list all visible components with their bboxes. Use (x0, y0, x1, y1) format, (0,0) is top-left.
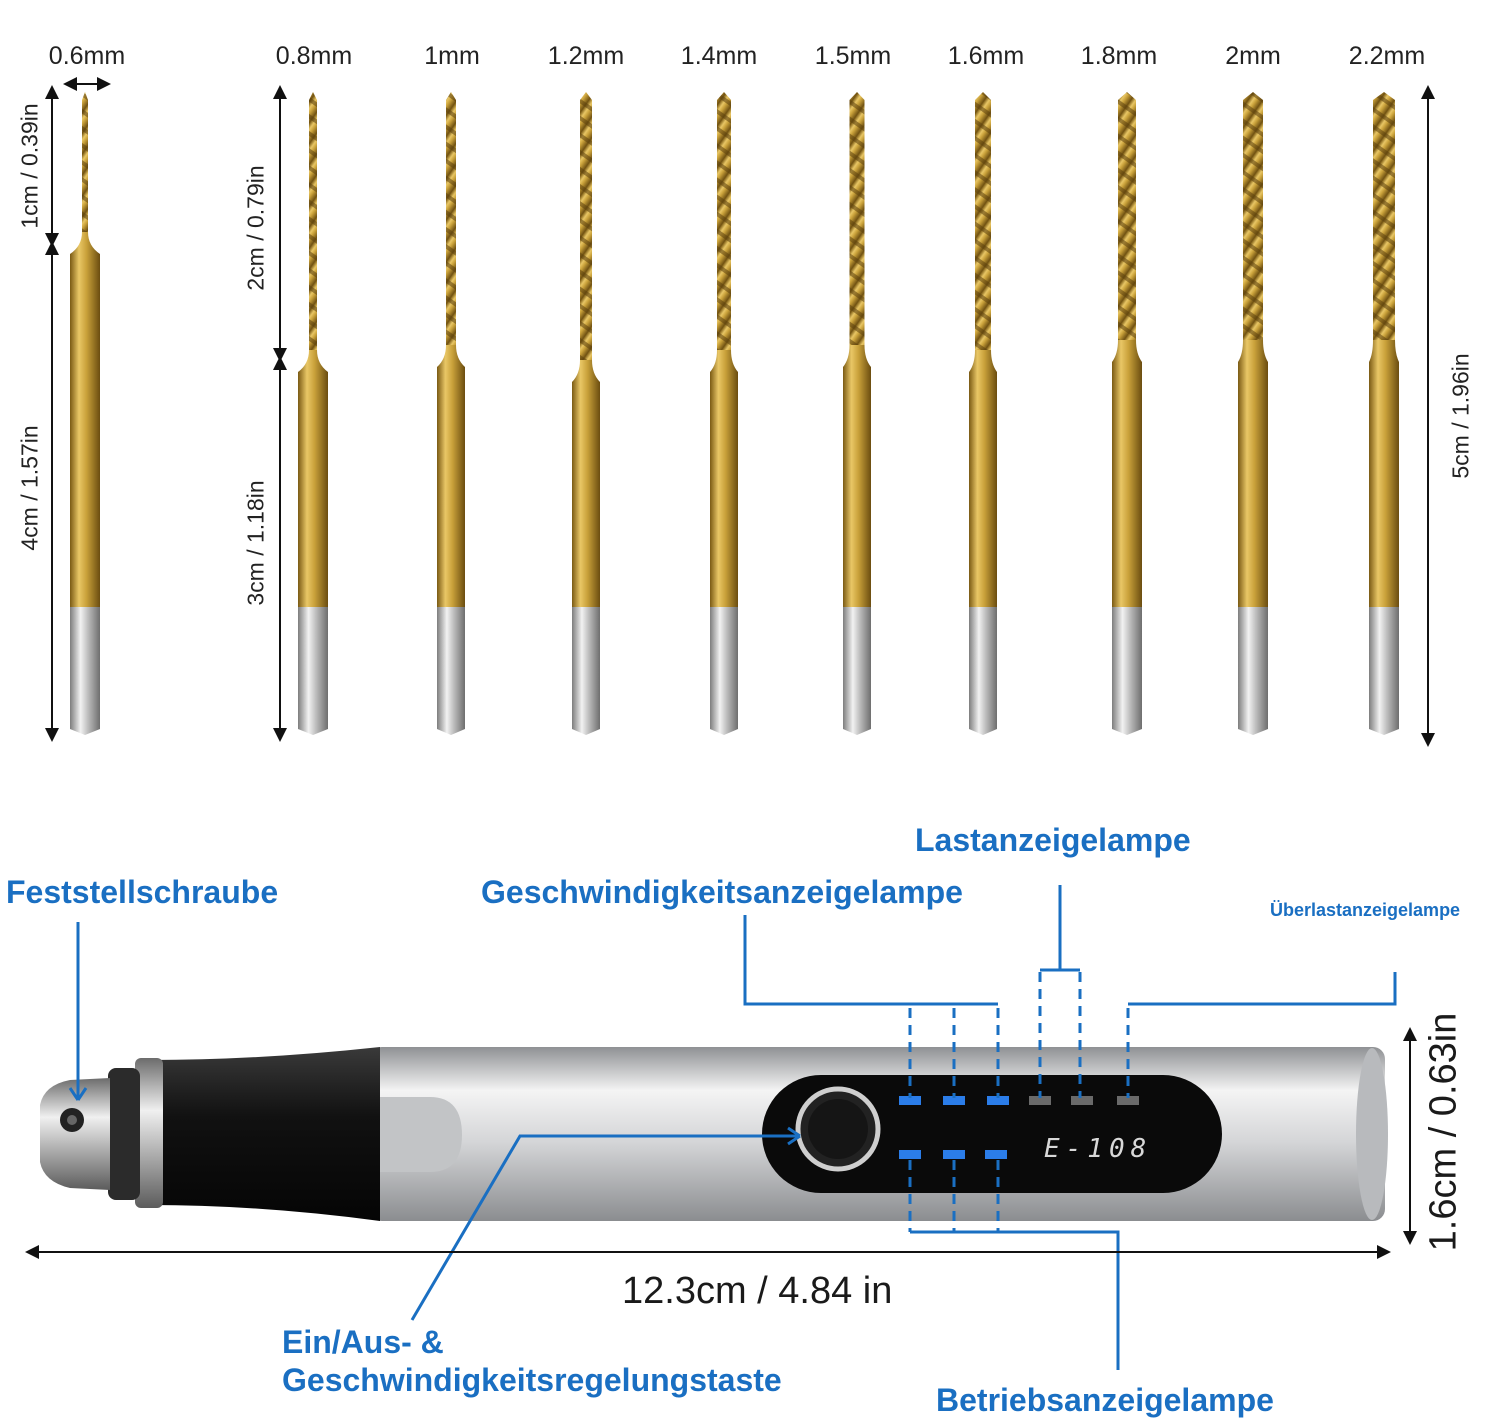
callout-overload-lamp: Überlastanzeigelampe (1270, 900, 1461, 920)
bit-size-label: 1.8mm (1080, 42, 1158, 70)
engraving-pen-illustration (25, 885, 1417, 1370)
dim-total-label: 5cm / 1.96in (1447, 353, 1474, 479)
dim-shank-short-label: 3cm / 1.18in (242, 480, 269, 606)
drill-bit (1112, 92, 1142, 735)
indicator-led (899, 1096, 921, 1105)
callout-lock-screw: Feststellschraube (6, 874, 279, 910)
bit-size-label: 0.8mm (275, 42, 353, 70)
drill-bit (1369, 92, 1399, 735)
drill-bit (298, 92, 328, 735)
overall-length-label: 12.3cm / 4.84 in (622, 1270, 893, 1312)
grip-cutout (380, 1097, 462, 1172)
bit-size-label: 1.5mm (814, 42, 892, 70)
tool-grip (150, 1047, 380, 1221)
drill-bits (70, 92, 1399, 735)
control-panel[interactable] (762, 1075, 1222, 1193)
callout-power-button-line2: Geschwindigkeitsregelungstaste (282, 1362, 782, 1398)
indicator-led (1029, 1096, 1051, 1105)
indicator-leds (899, 1096, 1139, 1159)
collar-ring (108, 1068, 140, 1200)
indicator-led (987, 1096, 1009, 1105)
collar-ring (135, 1058, 163, 1208)
drill-bit (1238, 92, 1268, 735)
callout-speed-lamp: Geschwindigkeitsanzeigelampe (481, 874, 963, 910)
drill-bit (969, 92, 997, 735)
callout-power-button-line1: Ein/Aus- & (282, 1324, 444, 1360)
bit-size-label: 2.2mm (1348, 42, 1426, 70)
callout-operation-lamp: Betriebsanzeigelampe (936, 1382, 1274, 1418)
model-label: E-108 (1044, 1134, 1153, 1164)
dim-tip-short-label: 1cm / 0.39in (16, 103, 43, 229)
bit-size-label: 1.6mm (947, 42, 1025, 70)
drill-bit (843, 92, 871, 735)
bit-size-label: 1mm (424, 42, 480, 70)
bit-size-label: 1.2mm (547, 42, 625, 70)
dim-tip-long-label: 2cm / 0.79in (242, 165, 269, 291)
dim-shank-long-label: 4cm / 1.57in (16, 425, 43, 551)
tool-chuck (40, 1078, 110, 1190)
indicator-led (943, 1096, 965, 1105)
bit-size-label: 0.6mm (48, 42, 126, 70)
indicator-led (1071, 1096, 1093, 1105)
indicator-led (985, 1150, 1007, 1159)
drill-bits-illustration (45, 77, 1435, 747)
drill-bit (437, 92, 465, 735)
indicator-led (943, 1150, 965, 1159)
indicator-led (899, 1150, 921, 1159)
callout-load-lamp: Lastanzeigelampe (915, 822, 1191, 858)
bit-size-label: 2mm (1225, 42, 1281, 70)
tool-end-cap (1356, 1048, 1388, 1220)
indicator-led (1117, 1096, 1139, 1105)
diameter-label: 1.6cm / 0.63in (1422, 1012, 1465, 1252)
drill-bit (572, 92, 600, 735)
bit-size-label: 1.4mm (680, 42, 758, 70)
drill-bit (710, 92, 738, 735)
drill-bit (70, 92, 100, 735)
